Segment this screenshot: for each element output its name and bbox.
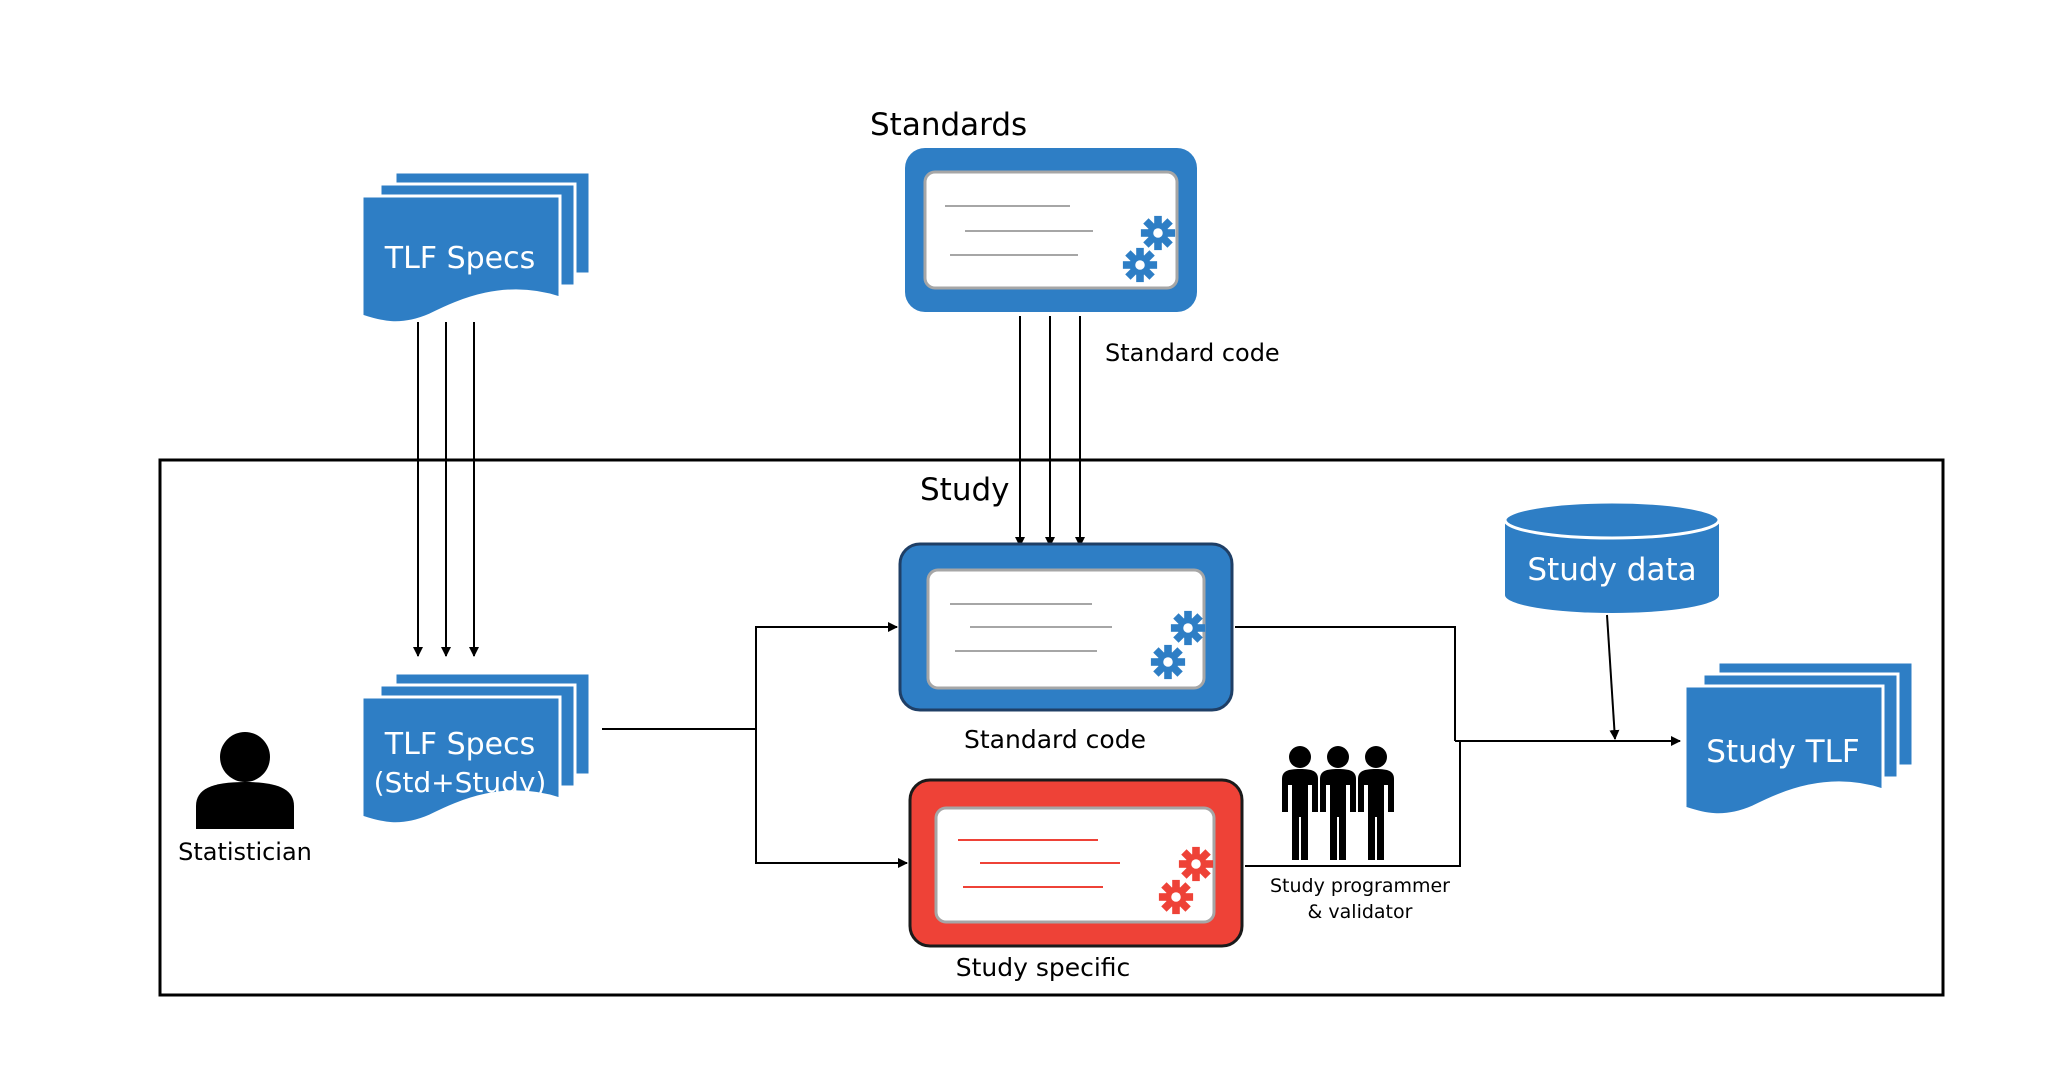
- standards-title: Standards: [870, 107, 1027, 143]
- specs-to-code-connectors: [602, 622, 908, 868]
- tlf-specs-top-stack: TLF Specs: [360, 170, 592, 325]
- tlf-specs-study-stack: TLF Specs (Std+Study): [360, 671, 592, 826]
- standard-code-study-label: Standard code: [964, 725, 1146, 754]
- tlf-specs-study-label-2: (Std+Study): [374, 766, 547, 799]
- database-icon: Study data: [1503, 500, 1721, 613]
- study-title: Study: [920, 472, 1010, 508]
- people-group-icon: [1282, 746, 1394, 860]
- study-tlf-stack: Study TLF: [1683, 660, 1915, 817]
- study-specific-code-window: [908, 778, 1244, 948]
- study-programmer-label-1: Study programmer: [1270, 875, 1450, 897]
- standard-code-top-label: Standard code: [1105, 339, 1280, 367]
- study-standard-code-window: [898, 542, 1234, 712]
- statistician-label: Statistician: [178, 838, 312, 866]
- tlf-specs-study-label-1: TLF Specs: [384, 727, 536, 762]
- person-icon: [196, 732, 294, 829]
- study-specific-label: Study specific: [956, 953, 1131, 982]
- study-data-label: Study data: [1527, 552, 1696, 588]
- tlf-specs-top-label: TLF Specs: [384, 241, 536, 276]
- study-tlf-label: Study TLF: [1706, 734, 1859, 770]
- standards-code-window: [905, 148, 1197, 312]
- code-to-tlf-connectors: [1235, 614, 1681, 867]
- standards-arrows: [1015, 316, 1085, 547]
- study-programmer-label-2: & validator: [1308, 901, 1413, 923]
- specs-arrows: [413, 322, 479, 657]
- study-container: [158, 458, 1945, 997]
